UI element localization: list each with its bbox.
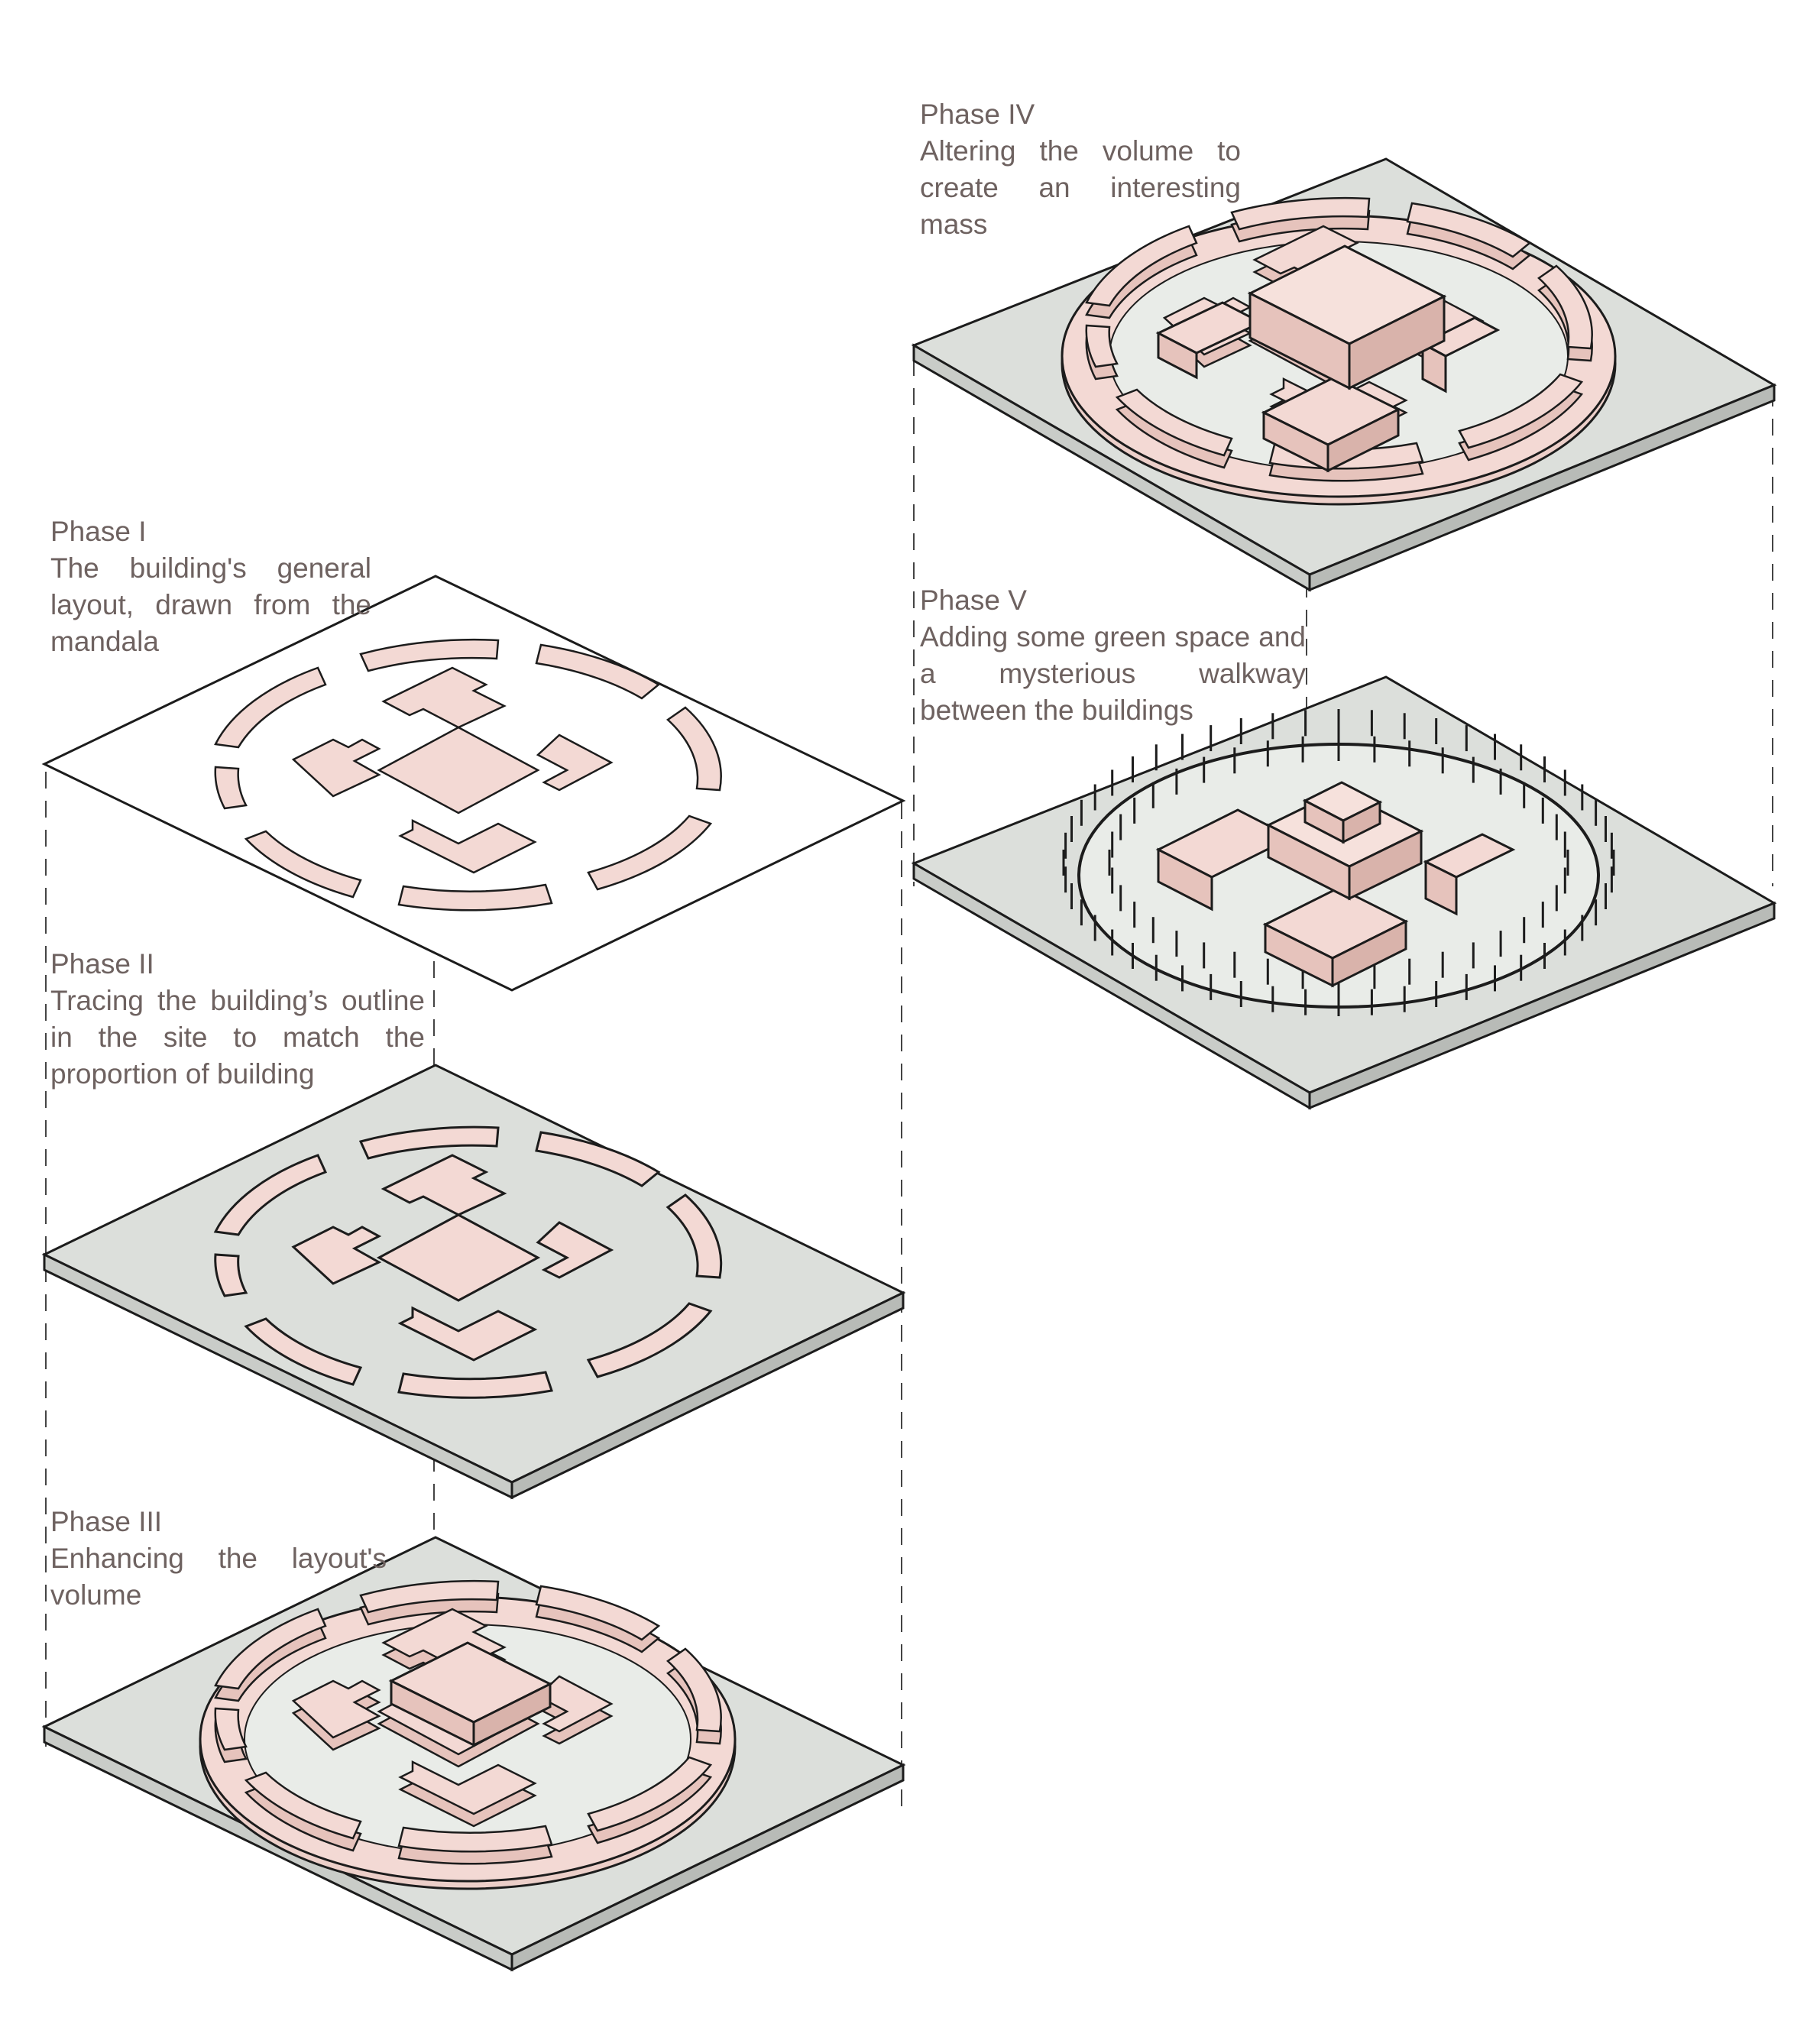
phase-4-model bbox=[911, 157, 1777, 592]
phase-3-title: Phase III bbox=[50, 1506, 163, 1537]
phase-2-label: Phase II Tracing the building’s outline … bbox=[50, 946, 425, 1093]
walkway-posts bbox=[1062, 709, 1615, 1016]
phase-5-label: Phase V Adding some green space and a my… bbox=[920, 582, 1306, 729]
phase-1-title: Phase I bbox=[50, 516, 147, 547]
phase-1-label: Phase I The building's general layout, d… bbox=[50, 513, 371, 660]
phase-2-title: Phase II bbox=[50, 948, 154, 980]
phase-5-caption: Adding some green space and a mysterious… bbox=[920, 621, 1306, 726]
phase-3-caption: Enhancing the layout's volume bbox=[50, 1543, 387, 1611]
phase-1-model bbox=[41, 575, 906, 992]
phase-3-label: Phase III Enhancing the layout's volume bbox=[50, 1504, 387, 1614]
phase-3-model bbox=[41, 1536, 906, 1972]
phase-5-title: Phase V bbox=[920, 585, 1027, 616]
phase-2-model bbox=[41, 1064, 906, 1500]
phase-4-caption: Altering the volume to create an interes… bbox=[920, 135, 1241, 240]
phase-4-title: Phase IV bbox=[920, 99, 1035, 130]
phase-1-caption: The building's general layout, drawn fro… bbox=[50, 552, 371, 657]
phase-2-caption: Tracing the building’s outline in the si… bbox=[50, 985, 425, 1090]
phase-4-label: Phase IV Altering the volume to create a… bbox=[920, 96, 1241, 243]
phase-5-model bbox=[911, 675, 1777, 1110]
